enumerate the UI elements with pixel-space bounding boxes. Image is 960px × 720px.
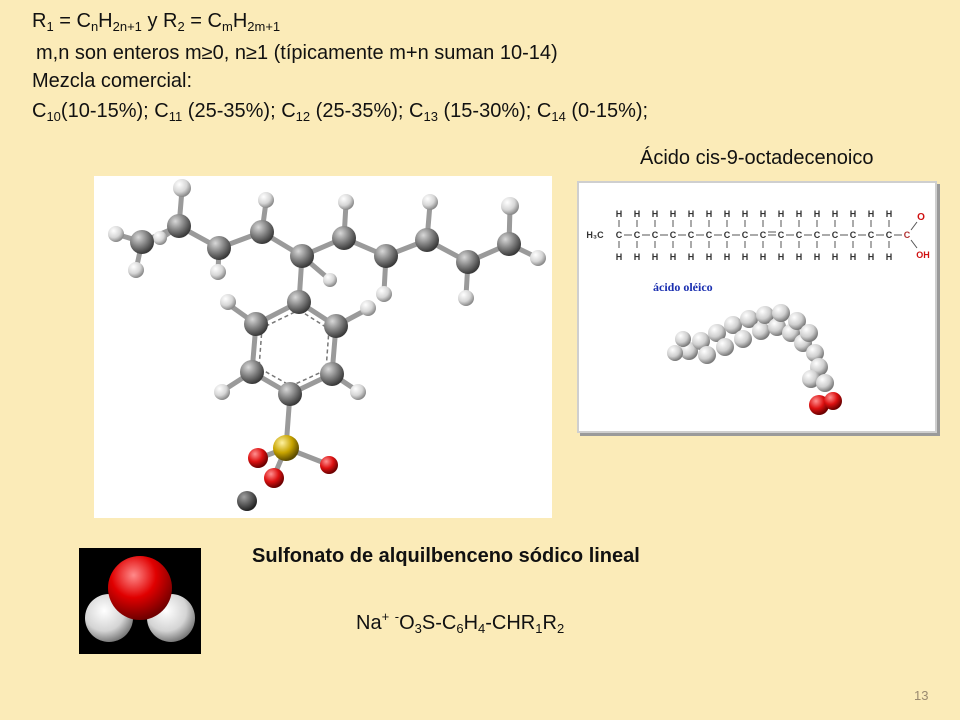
carbon-atom-label: C (652, 230, 659, 240)
hydrogen-atom-label: H (868, 209, 875, 219)
hydrogen-atom-label: H (742, 209, 749, 219)
carbon-atom-label: C (760, 230, 767, 240)
space-filling-model (667, 304, 842, 415)
hydrogen-atom-label: H (796, 252, 803, 262)
sulfonate-formula: Na+ -O3S-C6H4-CHR1R2 (356, 609, 565, 636)
hydrogen-atom-label: H (652, 209, 659, 219)
hydrogen-atom-label: H (652, 252, 659, 262)
carbon-atom-label: C (742, 230, 749, 240)
hydrogen-atom-label: H (850, 252, 857, 262)
hydrogen-atom-label: H (670, 252, 677, 262)
mixture-label: Mezcla comercial: (32, 70, 193, 92)
water-space-filling-image (85, 556, 195, 642)
hydrogen-atom-label: H (634, 209, 641, 219)
carbon-atom-label: C (724, 230, 731, 240)
oleic-acid-caption: Ácido cis-9-octadecenoico (640, 147, 874, 169)
hydrogen-atom-label: H (778, 252, 785, 262)
oxygen-atom-label: O (917, 212, 925, 223)
sulfonate-title: Sulfonato de alquilbenceno sódico lineal (252, 545, 640, 567)
integer-constraint-text: m,n son enteros m≥0, n≥1 (típicamente m+… (36, 42, 558, 64)
hydrogen-atom-label: H (886, 209, 893, 219)
hydrogen-atom-label: H (832, 209, 839, 219)
ball-and-stick-image (108, 179, 546, 511)
c-oh-bond (910, 239, 918, 249)
hydrogen-atom-label: H (814, 209, 821, 219)
slide-number: 13 (914, 688, 929, 703)
hydrogen-atom-label: H (688, 252, 695, 262)
hydrogen-atom-label: H (688, 209, 695, 219)
carbon-atom-label: C (688, 230, 695, 240)
c-o-double-bond (910, 221, 918, 231)
hydrogen-atom-label: H (832, 252, 839, 262)
hydrogen-atom-label: H (850, 209, 857, 219)
structural-formula-chain: H₃C C H H C H H C H H C H H C H H C H H C H H C H H C H H C H H C H H C H H C… (586, 209, 929, 262)
carbon-atom-label: C (796, 230, 803, 240)
oleic-acid-structure: H₃C C H H C H H C H H C H H C H H C H H C H H C H H C H H C H H C H H C H H C… (586, 209, 930, 415)
hydrogen-atom-label: H (670, 209, 677, 219)
carbon-atom-label: C (634, 230, 641, 240)
hydrogen-atom-label: H (616, 209, 623, 219)
hydrogen-atom-label: H (616, 252, 623, 262)
hydrogen-atom-label: H (706, 252, 713, 262)
oleic-acid-label: ácido oléico (653, 280, 713, 294)
methyl-group-label: H₃C (586, 230, 604, 240)
hydroxyl-label: OH (916, 250, 930, 260)
carbon-atom-label: C (670, 230, 677, 240)
hydrogen-atom-label: H (724, 252, 731, 262)
hydrogen-atom-label: H (778, 209, 785, 219)
hydrogen-atom-label: H (760, 209, 767, 219)
carbon-atom-label: C (832, 230, 839, 240)
carbon-atom-label: C (868, 230, 875, 240)
hydrogen-atom-label: H (742, 252, 749, 262)
carbon-atom-label: C (850, 230, 857, 240)
carbon-atom-label: C (706, 230, 713, 240)
hydrogen-atom-label: H (724, 209, 731, 219)
mixture-composition: C10(10-15%); C11 (25-35%); C12 (25-35%);… (32, 100, 649, 124)
carbon-atom-label: C (886, 230, 893, 240)
hydrogen-atom-label: H (760, 252, 767, 262)
carboxyl-carbon-label: C (904, 230, 911, 240)
hydrogen-atom-label: H (814, 252, 821, 262)
hydrogen-atom-label: H (706, 209, 713, 219)
alkyl-formula-line: R1 = CnH2n+1 y R2 = CmH2m+1 (32, 10, 281, 34)
water-molecule-model (79, 548, 201, 654)
carbon-atom-label: C (616, 230, 623, 240)
hydrogen-atom-label: H (634, 252, 641, 262)
hydrogen-atom-label: H (796, 209, 803, 219)
carbon-atom-label: C (778, 230, 785, 240)
carbon-atom-label: C (814, 230, 821, 240)
hydrogen-atom-label: H (886, 252, 893, 262)
alkylbenzene-sulfonate-model (94, 176, 552, 518)
oleic-acid-panel: H₃C C H H C H H C H H C H H C H H C H H C H H C H H C H H C H H C H H C H H C… (577, 181, 937, 433)
hydrogen-atom-label: H (868, 252, 875, 262)
